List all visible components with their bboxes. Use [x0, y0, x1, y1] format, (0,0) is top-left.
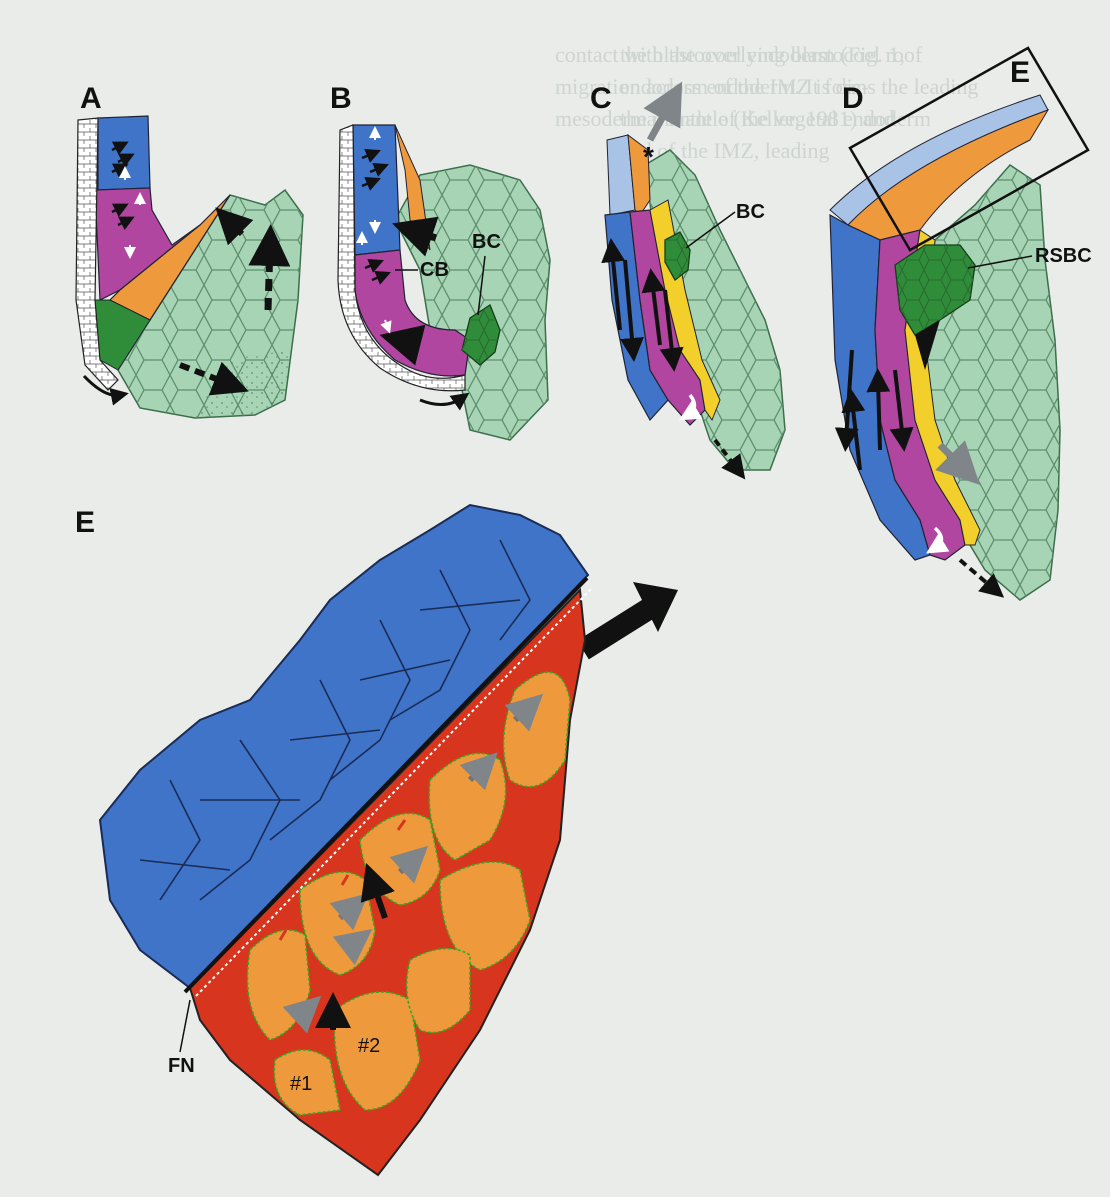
panel-d-e-label: E: [1010, 56, 1030, 89]
panel-e-label: E: [75, 506, 95, 539]
background-text-line: the blastocoel endoderm (Fig. 1,: [620, 42, 905, 67]
panel-d-rsbc-label: RSBC: [1035, 245, 1092, 267]
panel-e: E: [75, 505, 592, 1175]
panel-e-fn-label: FN: [168, 1055, 195, 1077]
panel-a-label: A: [80, 82, 102, 115]
panel-b: B CB BC: [330, 82, 550, 440]
panel-b-bc-label: BC: [472, 231, 501, 253]
panel-e-cell1-label: #1: [290, 1073, 312, 1095]
panel-c-star: *: [643, 141, 654, 172]
panel-d-label: D: [842, 82, 864, 115]
panel-e-cell2-label: #2: [358, 1035, 380, 1057]
background-text-line: endoderm of the IMZ is dis-: [620, 74, 869, 99]
panel-b-label: B: [330, 82, 352, 115]
panel-b-cb-label: CB: [420, 259, 449, 281]
panel-c-bc-label: BC: [736, 201, 765, 223]
panel-a: A: [76, 82, 303, 418]
panel-b-blue: [353, 125, 400, 255]
panel-c-label: C: [590, 82, 612, 115]
big-arrow: [583, 608, 650, 650]
